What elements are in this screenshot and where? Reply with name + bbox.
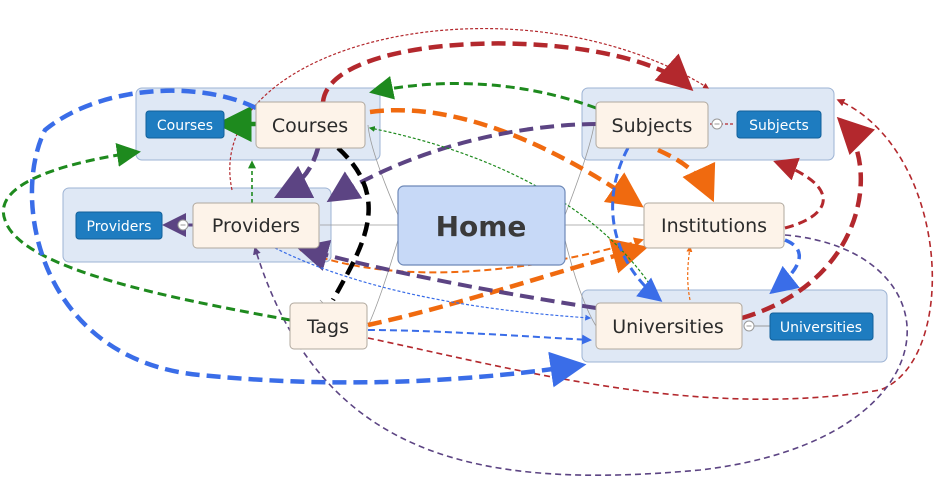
arrow-courses-institutions-orange xyxy=(369,107,644,208)
arrow-universities-providers-purple xyxy=(296,239,597,310)
collapse-markers xyxy=(177,118,770,332)
subjects-node[interactable]: Subjects xyxy=(595,101,709,149)
universities-tag-chip[interactable]: Universities xyxy=(769,312,874,341)
subjects-label: Subjects xyxy=(612,115,693,137)
arrow-subjects-institutions-orange xyxy=(657,147,716,203)
providers-label: Providers xyxy=(212,215,300,237)
arrow-providers-universities-blue xyxy=(274,247,592,321)
home-node[interactable]: Home xyxy=(397,185,566,266)
arrow-tags-institutions-orange xyxy=(367,238,649,328)
tags-node[interactable]: Tags xyxy=(289,302,368,350)
providers-tag-chip[interactable]: Providers xyxy=(75,211,163,240)
arrow-tags-courses-green xyxy=(1,142,291,322)
arrow-institutions-providers-purple xyxy=(253,234,908,477)
courses-tag-chip[interactable]: Courses xyxy=(145,110,225,139)
arrow-courses-universities-blue xyxy=(29,88,587,388)
providers-tag-label: Providers xyxy=(87,219,152,235)
institutions-node[interactable]: Institutions xyxy=(643,202,785,249)
subjects-tag-label: Subjects xyxy=(749,118,809,134)
courses-node[interactable]: Courses xyxy=(255,101,366,149)
universities-label: Universities xyxy=(612,316,723,338)
universities-node[interactable]: Universities xyxy=(595,302,743,350)
arrow-institutions-subjects-red xyxy=(773,157,825,230)
home-label: Home xyxy=(436,210,527,243)
arrow-universities-subjects-red xyxy=(741,116,875,321)
arrow-institutions-universities-blue xyxy=(769,238,802,295)
arrow-tags-universities-blue xyxy=(367,329,592,345)
arrow-courses-providers-purple xyxy=(273,147,321,199)
providers-node[interactable]: Providers xyxy=(192,202,320,249)
relationship-arrows xyxy=(1,28,934,477)
arrow-courses-tags-black xyxy=(331,146,371,302)
courses-label: Courses xyxy=(272,115,348,137)
subjects-tag-chip[interactable]: Subjects xyxy=(736,110,822,139)
universities-tag-label: Universities xyxy=(780,320,862,336)
arrow-subjects-universities-blue xyxy=(611,147,663,302)
arrow-universities-courses-green xyxy=(368,126,661,301)
tags-label: Tags xyxy=(306,316,349,338)
home-connectors xyxy=(319,124,644,327)
courses-tag-label: Courses xyxy=(157,118,213,134)
arrow-subjects-courses-green xyxy=(369,76,597,110)
institutions-label: Institutions xyxy=(661,215,767,237)
arrow-courses-subjects-red xyxy=(320,41,694,103)
